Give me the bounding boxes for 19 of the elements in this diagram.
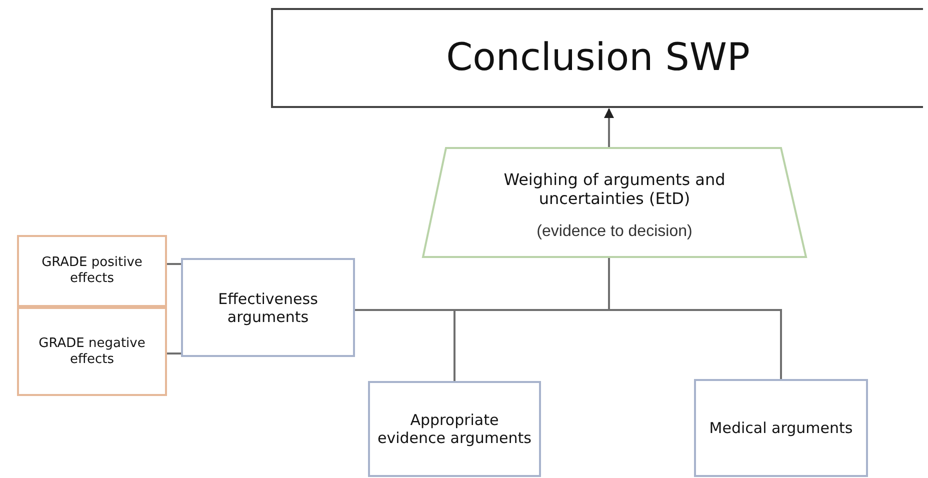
connector-line xyxy=(167,263,181,265)
node-label: Effectiveness arguments xyxy=(217,290,319,326)
node-label: Appropriate evidence arguments xyxy=(376,411,532,447)
argument-box xyxy=(694,379,868,477)
connector-line xyxy=(167,352,181,354)
trapezoid-shape xyxy=(422,147,807,258)
node-label: Medical arguments xyxy=(709,419,853,437)
grade-box xyxy=(17,235,167,307)
connector-line xyxy=(604,108,614,147)
node-label: GRADE positive effects xyxy=(40,255,144,287)
node-subtitle: (evidence to decision) xyxy=(536,222,692,242)
conclusion-box xyxy=(271,8,923,108)
node-label: GRADE negative effects xyxy=(38,336,146,368)
node-label: Weighing of arguments and uncertainties (EtD) xyxy=(502,170,726,208)
connector-line xyxy=(608,258,782,379)
argument-box xyxy=(181,258,355,357)
grade-box xyxy=(17,307,167,396)
node-label: Conclusion SWP xyxy=(446,35,750,81)
argument-box xyxy=(368,381,541,477)
